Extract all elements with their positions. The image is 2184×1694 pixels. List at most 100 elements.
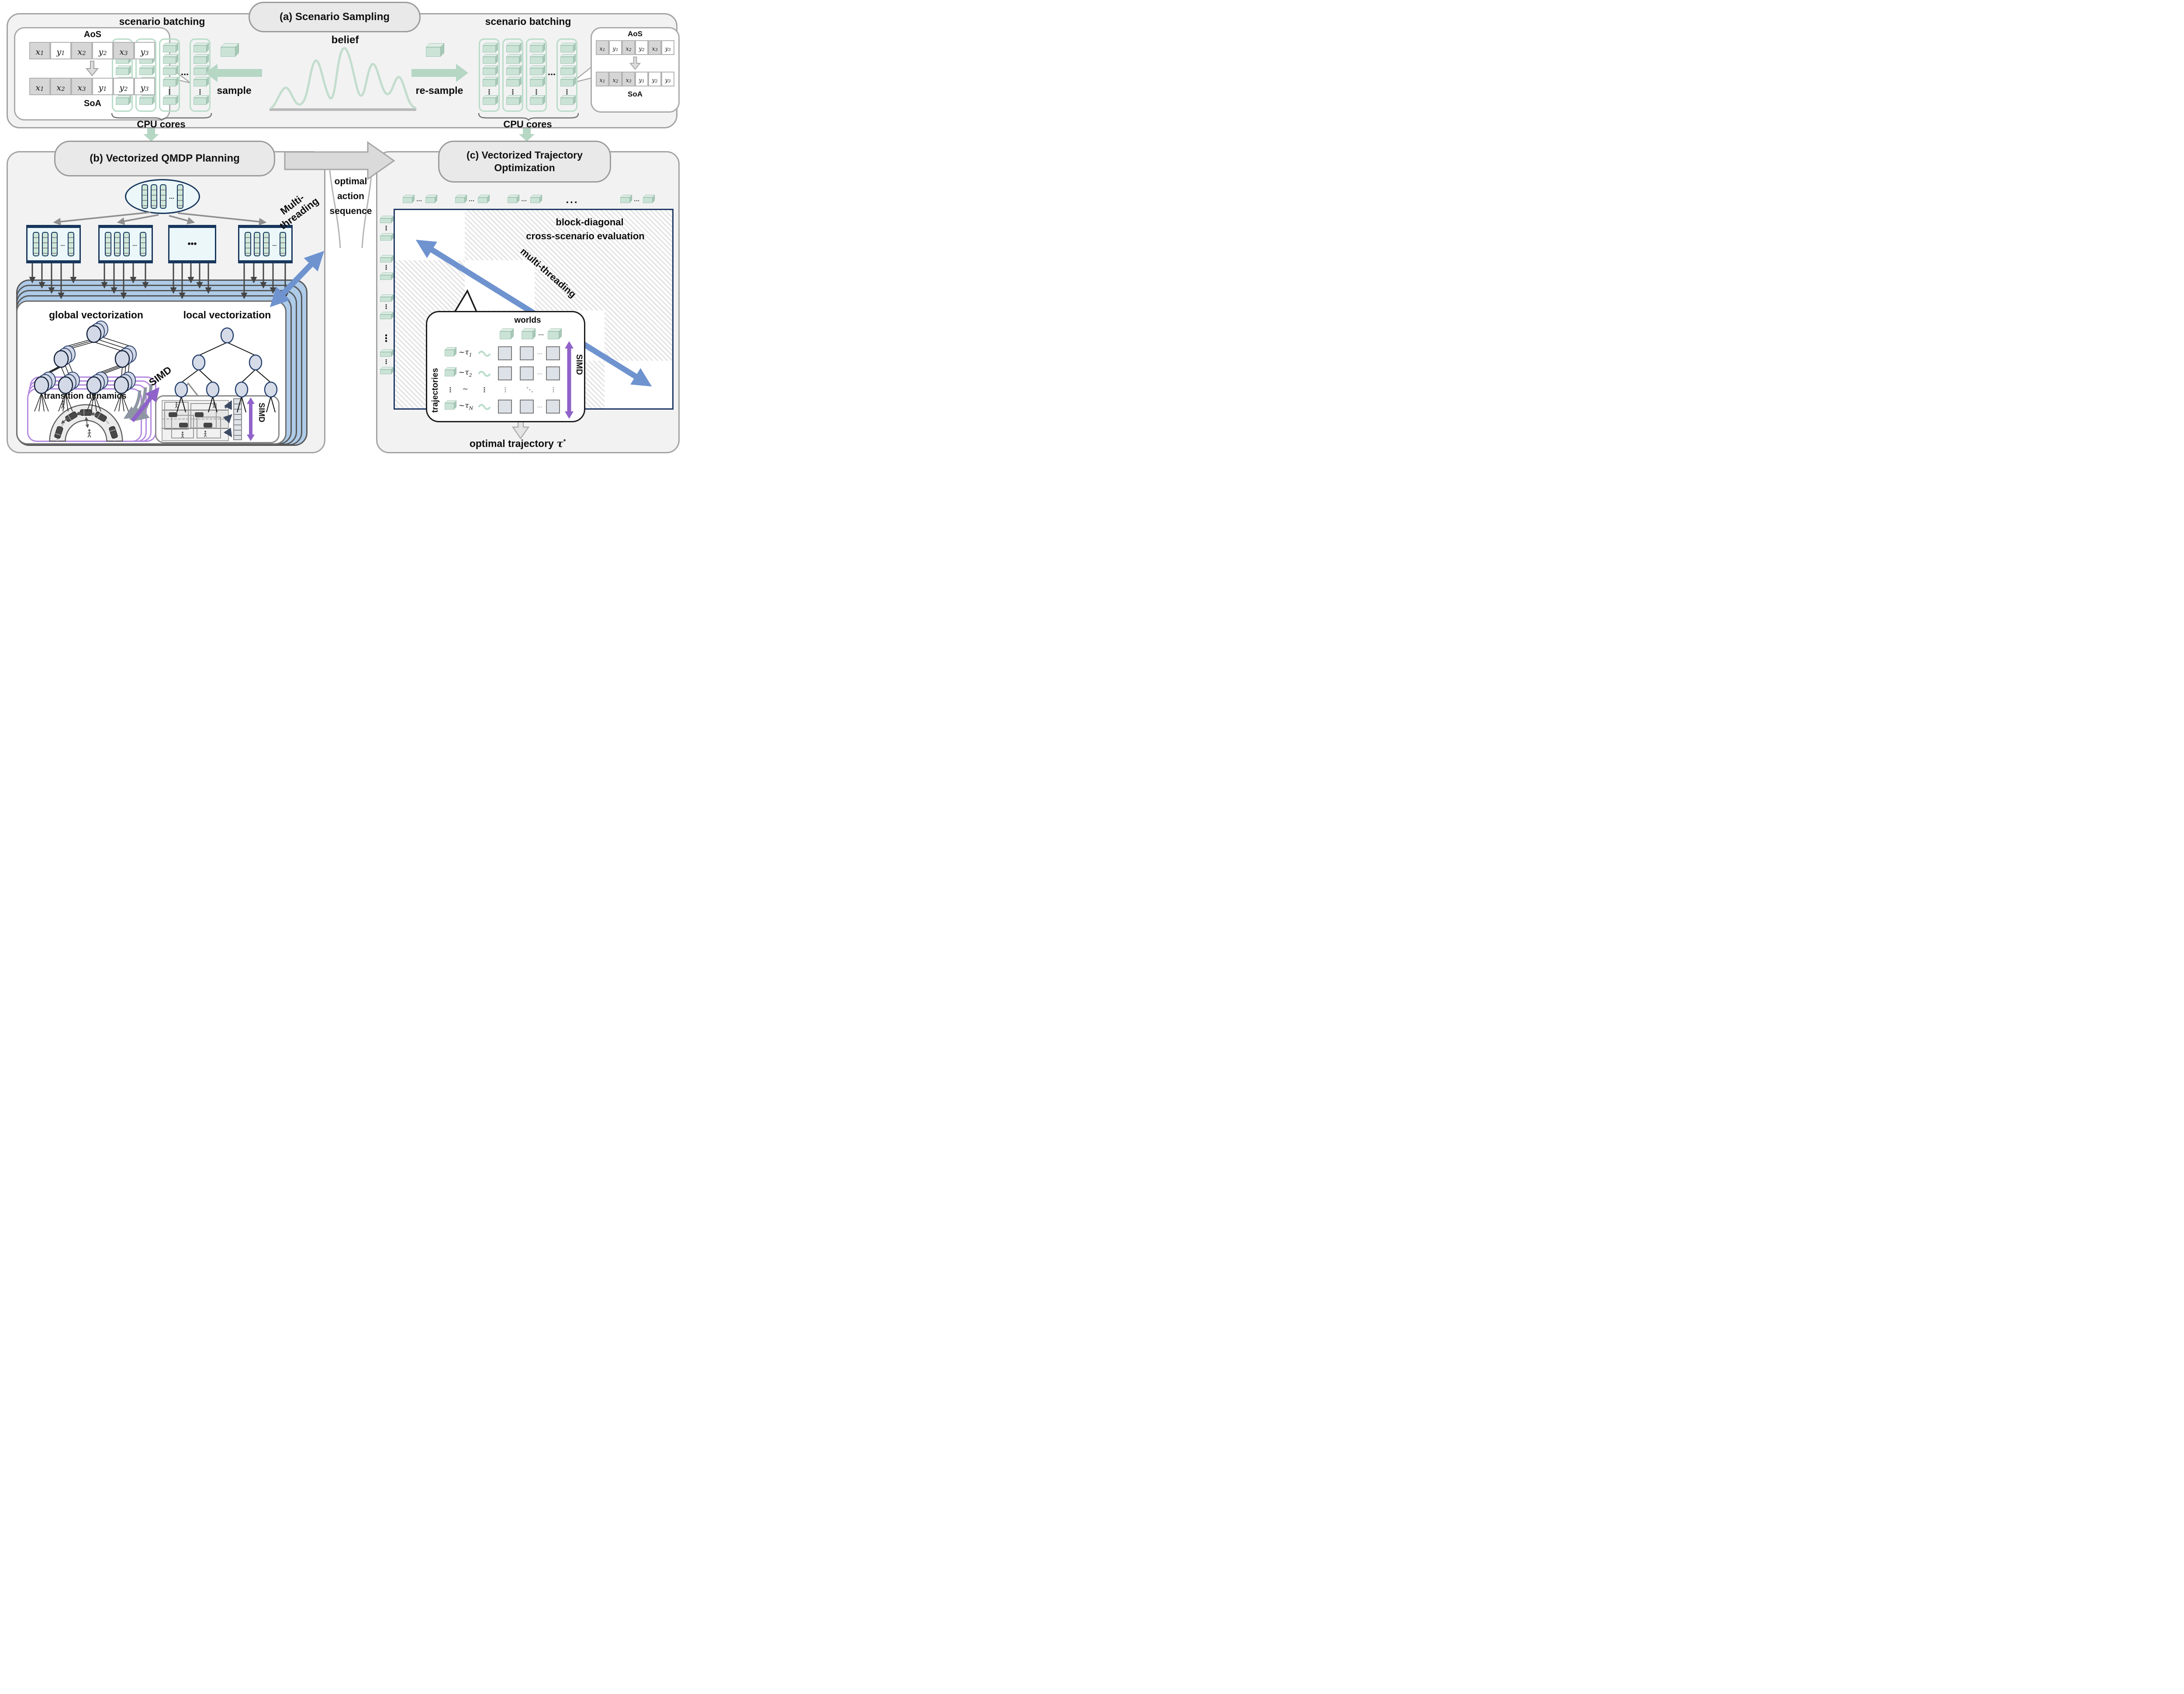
belief-vector-icon — [139, 232, 146, 256]
flow-arrow-a-to-b — [143, 128, 159, 141]
belief-vector-icon — [42, 232, 49, 256]
soa-label-right: SoA — [628, 90, 643, 98]
evaluation-cell — [498, 346, 512, 360]
middots: ··· — [538, 331, 544, 338]
vdots: ⋮ — [383, 264, 389, 271]
optimal-action-line3: sequence — [329, 206, 372, 216]
block-diagonal-label-line1: block-diagonal — [556, 217, 624, 228]
scenario-cube-icon — [483, 79, 496, 86]
scenario-cube-icon — [560, 98, 574, 105]
scenario-cube-icon — [560, 45, 574, 52]
block-diagonal-label-line2: cross-scenario evaluation — [526, 231, 645, 242]
scenario-cube-icon — [380, 218, 391, 223]
vdots: ⋮ — [509, 89, 516, 96]
panel-c-title-line2: Optimization — [494, 162, 555, 173]
belief-vector-icon — [176, 184, 183, 209]
column-ellipsis-right: ... — [547, 66, 556, 77]
optimal-action-line2: action — [337, 191, 364, 201]
belief-vector-icon — [51, 232, 58, 256]
scenario-cube-icon — [380, 369, 391, 374]
trajectory-squiggle — [478, 404, 491, 410]
local-grid-bubble: SIMD — [155, 395, 280, 443]
ellipsis: ... — [132, 241, 137, 247]
scenario-cube-icon — [163, 98, 176, 105]
scenario-cube-icon — [163, 45, 176, 52]
b-to-c-arrow — [284, 141, 395, 180]
vdots: ⋮ — [383, 358, 389, 365]
ellipse-to-box-arrows — [53, 211, 267, 226]
sample-label: sample — [217, 85, 252, 96]
vdots: ⋮ — [383, 224, 389, 231]
occupancy-grid — [162, 400, 229, 441]
flow-arrow-a-to-c — [519, 128, 535, 141]
vdots: ⋮ — [166, 89, 173, 96]
aos-label-left: AoS — [84, 30, 101, 39]
aos-to-soa-arrow-left — [85, 61, 99, 76]
cpu-cores-label-left: CPU cores — [137, 119, 186, 130]
inset-bubble-tail — [453, 289, 478, 314]
belief-vector-icon — [114, 232, 121, 256]
panel-c-title: (c) Vectorized Trajectory Optimization — [438, 141, 611, 183]
global-tree-nodes — [34, 320, 137, 394]
sample-cube-icon — [221, 47, 235, 57]
scenario-cube-icon — [506, 45, 519, 52]
multithreading-arrow — [270, 251, 325, 307]
belief-vector-icon — [123, 232, 130, 256]
evaluation-cell — [498, 366, 512, 380]
local-tree-nodes — [174, 327, 278, 398]
panel-c-title-line1: (c) Vectorized Trajectory — [467, 149, 583, 161]
vdots: ⋮ — [481, 386, 488, 394]
belief-baseline — [270, 108, 416, 111]
belief-vector-icon — [67, 232, 74, 256]
belief-vector-icon — [254, 232, 261, 256]
scenario-cube-icon — [116, 98, 129, 105]
car-icon — [195, 412, 204, 417]
group-vdots: ⋮ — [381, 333, 391, 344]
vdots: ⋮ — [383, 303, 389, 310]
transition-road-scene — [49, 400, 123, 442]
world-cube-icon — [548, 331, 559, 339]
scenario-cube-icon — [380, 275, 391, 280]
boxdots: ••• — [187, 239, 197, 249]
car-icon — [179, 423, 188, 428]
scenario-cube-icon — [483, 57, 496, 64]
scenario-cube-icon — [530, 79, 543, 86]
scenario-cube-icon — [506, 98, 519, 105]
belief-vector-icon — [160, 184, 167, 209]
sample-arrow — [205, 64, 262, 82]
scenario-cube-icon — [560, 57, 574, 64]
soa-label-left: SoA — [84, 99, 101, 108]
scenario-cube-icon — [530, 45, 543, 52]
global-vectorization-label: global vectorization — [49, 309, 143, 321]
world-cube-icon — [522, 331, 533, 339]
core-batch-column: ⋮ — [502, 38, 523, 112]
aos-to-soa-arrow-right — [629, 56, 641, 70]
scenario-cube-icon — [506, 68, 519, 75]
core-batch-column: ⋮ — [159, 38, 180, 112]
evaluation-cell — [520, 346, 534, 360]
cell-outline — [171, 415, 194, 438]
simd-arrow-inset — [565, 341, 574, 419]
cell-outline — [190, 403, 217, 428]
worlds-label: worlds — [514, 316, 541, 325]
evaluation-cell — [546, 366, 560, 380]
cpu-cores-label-right: CPU cores — [503, 119, 552, 130]
evaluation-cell — [520, 400, 534, 414]
root-belief-ellipse: ... — [125, 179, 200, 214]
scenario-cube-icon — [620, 197, 630, 203]
scenario-cube-icon — [506, 57, 519, 64]
evaluation-cell — [546, 400, 560, 414]
vdots: ⋮ — [197, 89, 204, 96]
scenario-cube-icon — [380, 236, 391, 241]
